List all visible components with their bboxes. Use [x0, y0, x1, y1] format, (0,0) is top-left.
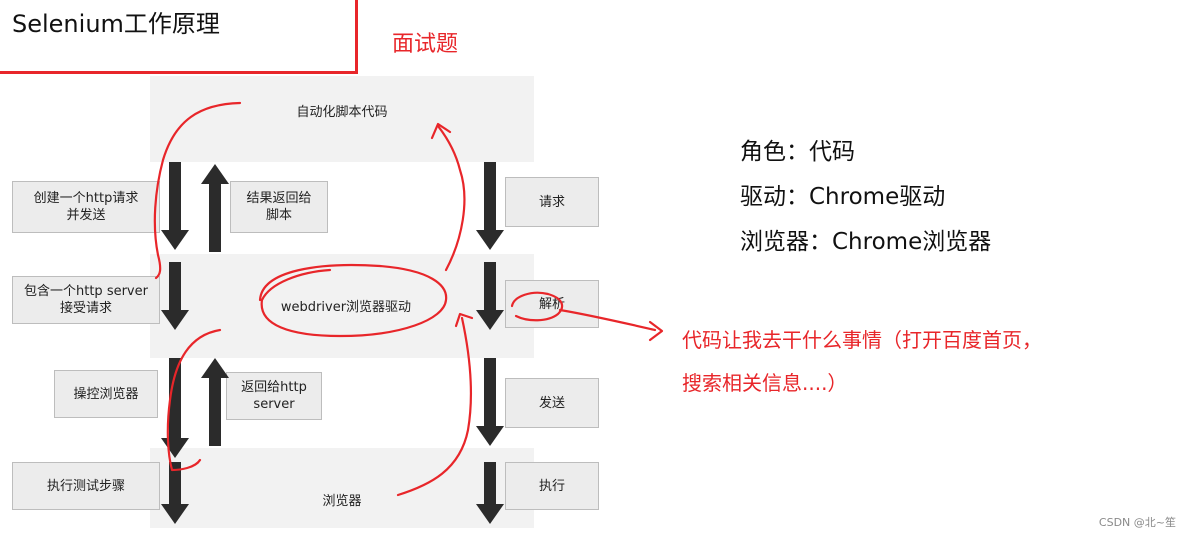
role-browser: 浏览器：Chrome浏览器 — [740, 229, 992, 255]
note-line-2: 搜索相关信息....） — [682, 371, 848, 395]
title-frame — [0, 0, 358, 74]
operate-browser-box: 操控浏览器 — [54, 370, 158, 418]
down-arrow-icon — [476, 358, 504, 446]
return-http-box: 返回给http server — [226, 372, 322, 420]
down-arrow-icon — [161, 162, 189, 250]
down-arrow-icon — [476, 162, 504, 250]
page-title: Selenium工作原理 — [12, 10, 220, 38]
execute-steps-box: 执行测试步骤 — [12, 462, 160, 510]
request-box: 请求 — [505, 177, 599, 227]
browser-band — [150, 448, 534, 528]
up-arrow-icon — [201, 358, 229, 446]
down-arrow-icon — [161, 358, 189, 458]
script-band-label: 自动化脚本代码 — [296, 105, 388, 120]
create-request-box: 创建一个http请求 并发送 — [12, 181, 160, 233]
red-arrowhead-note — [648, 320, 664, 342]
interview-tag: 面试题 — [392, 32, 459, 57]
watermark: CSDN @北~笙 — [1098, 516, 1176, 529]
note-line-1: 代码让我去干什么事情（打开百度首页， — [682, 328, 1042, 352]
role-code: 角色：代码 — [740, 139, 855, 165]
up-arrow-icon — [201, 164, 229, 252]
role-driver: 驱动：Chrome驱动 — [740, 184, 946, 210]
receive-request-box: 包含一个http server 接受请求 — [12, 276, 160, 324]
driver-band-label: webdriver浏览器驱动 — [280, 300, 412, 315]
return-result-box: 结果返回给 脚本 — [230, 181, 328, 233]
parse-box: 解析 — [505, 280, 599, 328]
send-box: 发送 — [505, 378, 599, 428]
browser-band-label: 浏览器 — [322, 494, 362, 509]
execute-box: 执行 — [505, 462, 599, 510]
